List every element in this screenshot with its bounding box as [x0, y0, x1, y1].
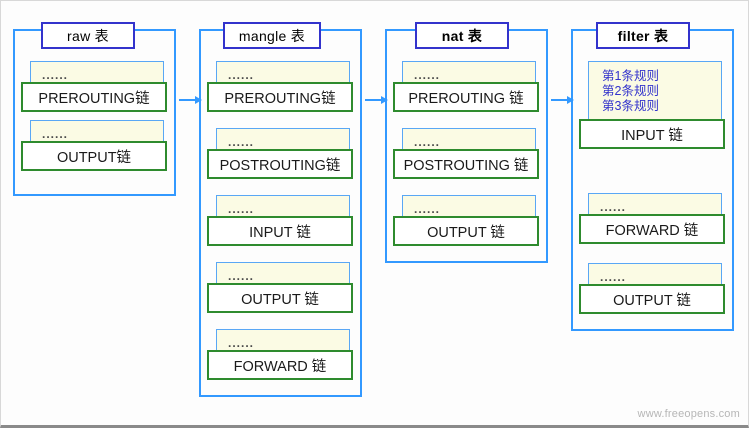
- table-title-nat: nat 表: [415, 22, 509, 49]
- chain-filter-output: ...... OUTPUT 链: [579, 263, 731, 317]
- rule-line: 第2条规则: [602, 84, 659, 98]
- chain-dots: ......: [228, 269, 255, 283]
- chain-label[interactable]: POSTROUTING链: [207, 149, 353, 179]
- watermark: www.freeopens.com: [637, 408, 740, 420]
- chain-dots: ......: [600, 200, 627, 214]
- chain-dots: ......: [228, 336, 255, 350]
- chain-dots: ......: [42, 127, 69, 141]
- table-title-filter: filter 表: [596, 22, 690, 49]
- chain-label[interactable]: FORWARD 链: [207, 350, 353, 380]
- chain-mangle-input: ...... INPUT 链: [207, 195, 359, 249]
- chain-label[interactable]: OUTPUT链: [21, 141, 167, 171]
- chain-label[interactable]: INPUT 链: [579, 119, 725, 149]
- chain-filter-forward: ...... FORWARD 链: [579, 193, 731, 247]
- rule-line: 第1条规则: [602, 69, 659, 83]
- chain-dots: ......: [600, 270, 627, 284]
- chain-dots: ......: [228, 135, 255, 149]
- chain-raw-output: ...... OUTPUT链: [21, 120, 173, 174]
- chain-mangle-output: ...... OUTPUT 链: [207, 262, 359, 316]
- chain-label[interactable]: PREROUTING 链: [393, 82, 539, 112]
- arrow-mangle-to-nat: [365, 96, 388, 104]
- table-title-mangle: mangle 表: [223, 22, 321, 49]
- chain-label[interactable]: OUTPUT 链: [393, 216, 539, 246]
- chain-label[interactable]: OUTPUT 链: [579, 284, 725, 314]
- chain-nat-output: ...... OUTPUT 链: [393, 195, 545, 249]
- chain-dots: ......: [414, 68, 441, 82]
- chain-dots: ......: [414, 135, 441, 149]
- chain-nat-postrouting: ...... POSTROUTING 链: [393, 128, 545, 182]
- arrow-raw-to-mangle: [179, 96, 202, 104]
- chain-label[interactable]: OUTPUT 链: [207, 283, 353, 313]
- chain-label[interactable]: FORWARD 链: [579, 214, 725, 244]
- chain-mangle-prerouting: ...... PREROUTING链: [207, 61, 359, 115]
- chain-label[interactable]: PREROUTING链: [21, 82, 167, 112]
- arrow-nat-to-filter: [551, 96, 574, 104]
- chain-dots: ......: [228, 68, 255, 82]
- rule-line: 第3条规则: [602, 99, 659, 113]
- chain-dots: ......: [414, 202, 441, 216]
- chain-rules-list: 第1条规则 第2条规则 第3条规则: [602, 69, 659, 114]
- chain-dots: ......: [42, 68, 69, 82]
- chain-raw-prerouting: ...... PREROUTING链: [21, 61, 173, 115]
- chain-label[interactable]: INPUT 链: [207, 216, 353, 246]
- chain-label[interactable]: POSTROUTING 链: [393, 149, 539, 179]
- chain-dots: ......: [228, 202, 255, 216]
- chain-mangle-postrouting: ...... POSTROUTING链: [207, 128, 359, 182]
- chain-filter-input: 第1条规则 第2条规则 第3条规则 ...... INPUT 链: [579, 61, 731, 151]
- table-title-raw: raw 表: [41, 22, 135, 49]
- chain-nat-prerouting: ...... PREROUTING 链: [393, 61, 545, 115]
- chain-mangle-forward: ...... FORWARD 链: [207, 329, 359, 383]
- chain-label[interactable]: PREROUTING链: [207, 82, 353, 112]
